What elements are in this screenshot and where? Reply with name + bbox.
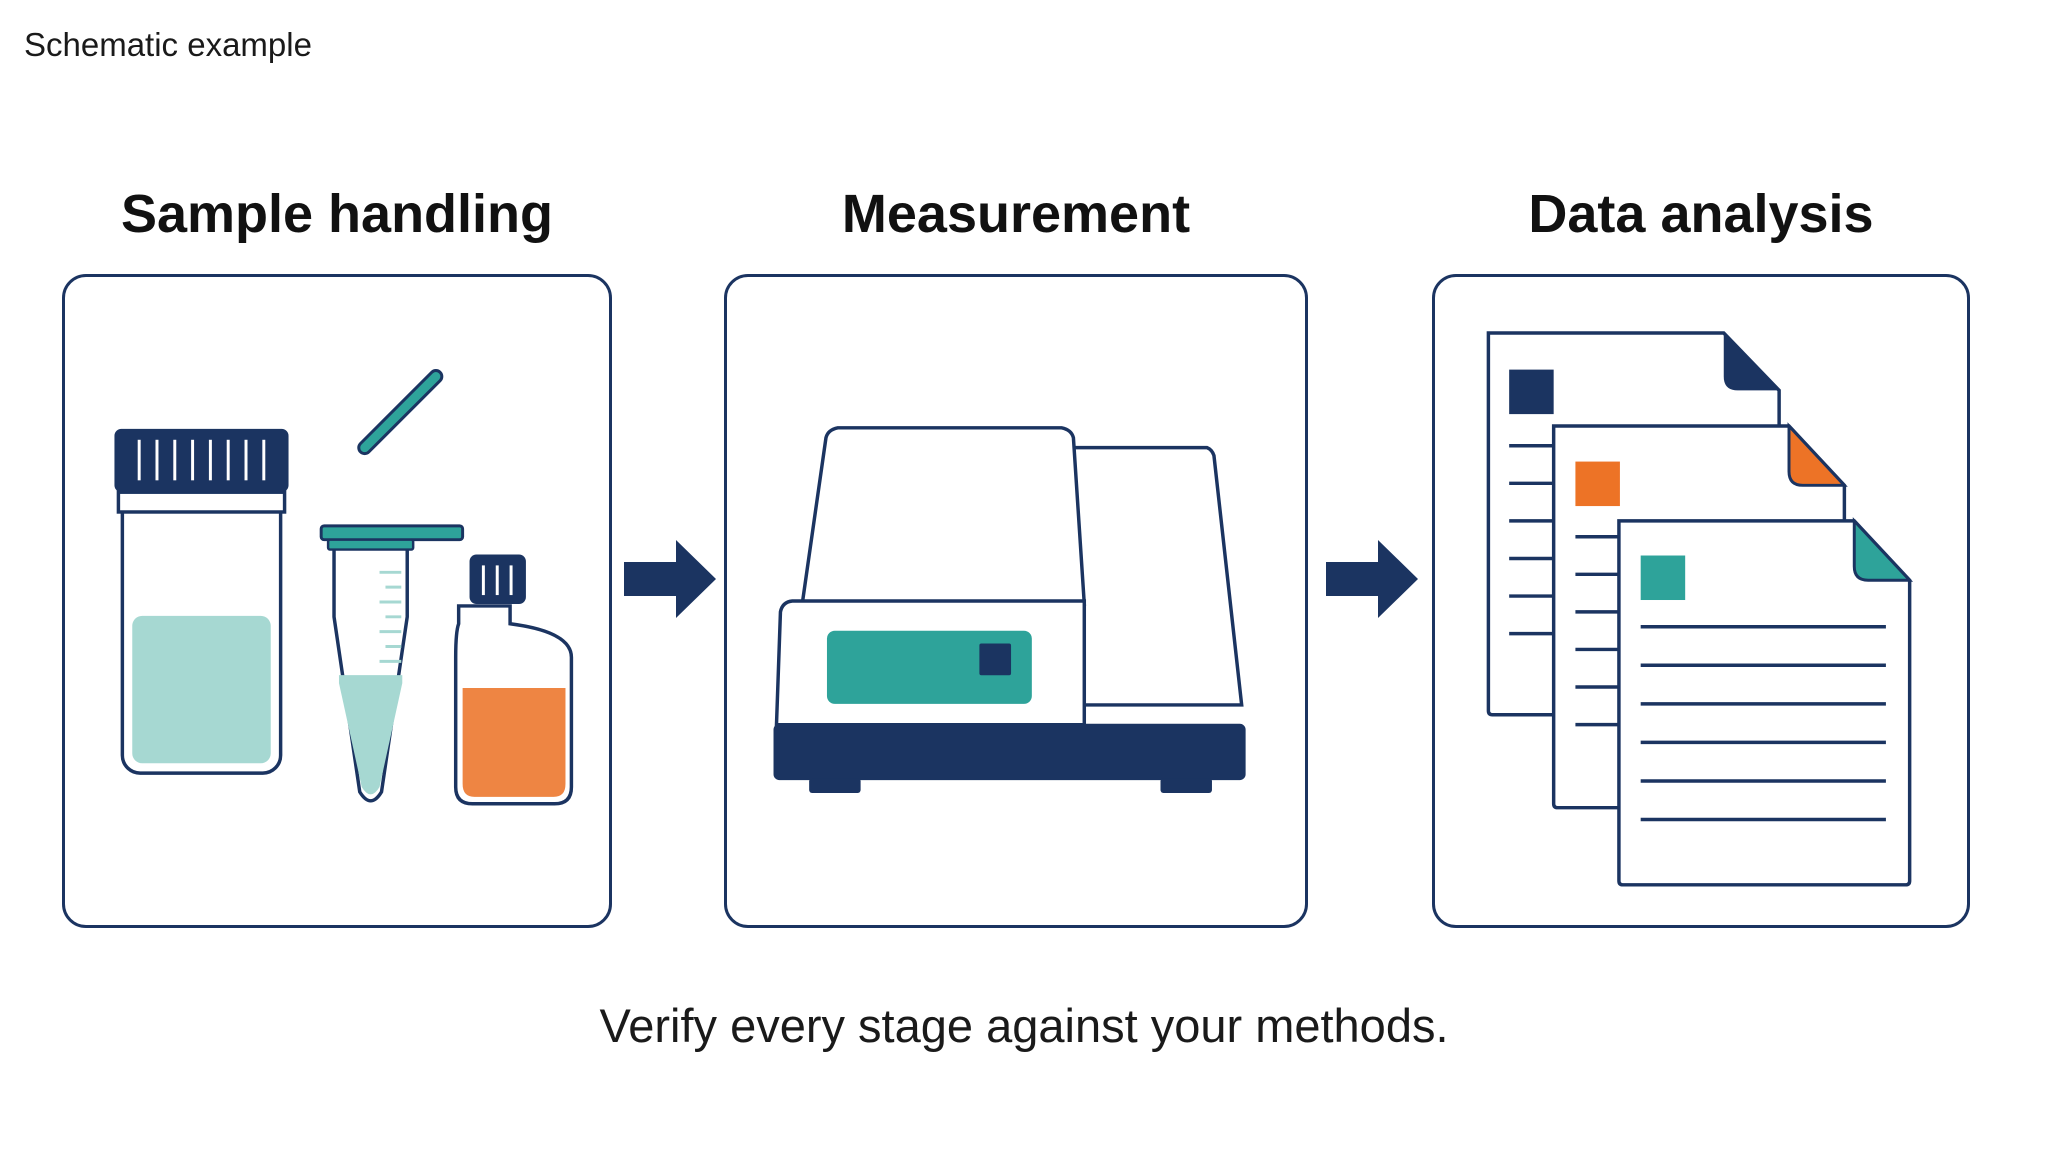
caption: Verify every stage against your methods.: [599, 999, 1449, 1052]
data-analysis-panel: [1432, 274, 1970, 928]
stage-title-data-analysis: Data analysis: [1528, 184, 1874, 244]
schematic-label: Schematic example: [24, 26, 312, 63]
document-stack-icon: [1486, 331, 1914, 887]
arrow-right-icon: [1326, 540, 1418, 618]
sample-jar-icon: [114, 428, 289, 775]
arrow-right-icon: [624, 540, 716, 618]
measurement-panel: [724, 274, 1308, 928]
stage-title-sample-handling: Sample handling: [120, 184, 554, 244]
report-document-front: [1617, 517, 1914, 887]
data-analysis-illustration: [1486, 331, 1914, 887]
centrifuge-tube-icon: [319, 524, 465, 803]
sample-handling-illustration: [114, 369, 574, 806]
sample-handling-panel: [62, 274, 612, 928]
measurement-illustration: [773, 426, 1246, 794]
pipette-icon: [357, 369, 444, 456]
analyzer-instrument-icon: [773, 426, 1246, 794]
stage-title-measurement: Measurement: [841, 184, 1191, 244]
sample-vial-icon: [453, 554, 574, 806]
